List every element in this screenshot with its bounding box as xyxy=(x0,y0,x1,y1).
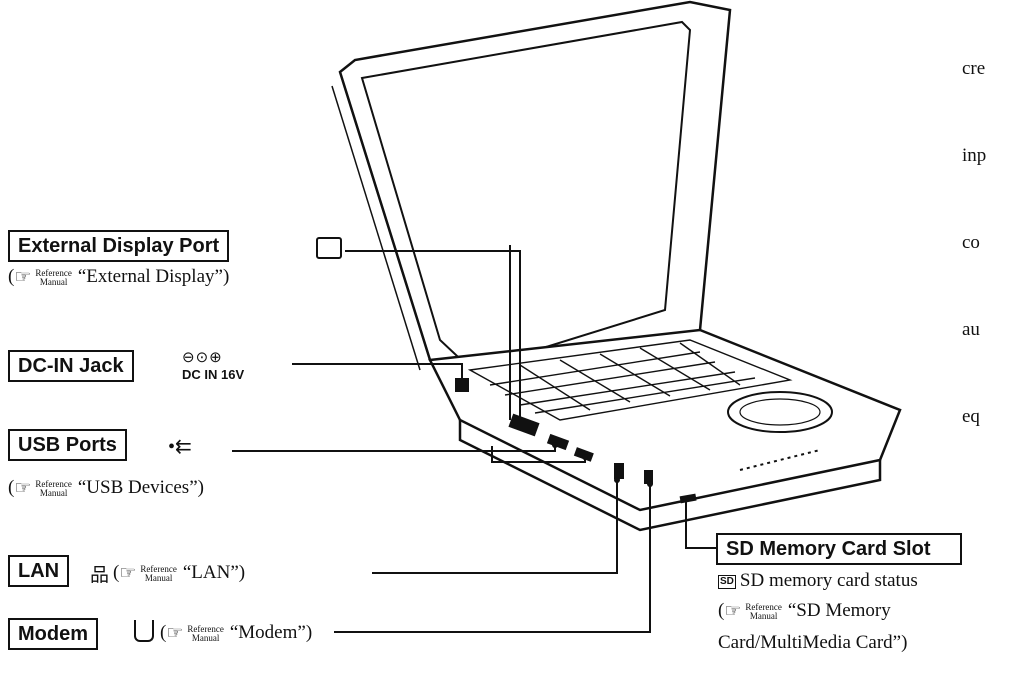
dc-in-rating: DC IN 16V xyxy=(182,367,244,382)
sd-status-icon: SD xyxy=(718,575,736,589)
modem-icon xyxy=(134,620,154,642)
side-line: inp xyxy=(962,141,986,170)
usb-icon: •⇇ xyxy=(168,434,192,459)
pointing-hand-icon: ☞ xyxy=(119,562,136,585)
side-line: au xyxy=(962,315,986,344)
dc-polarity-icon: ⊖⊙⊕ xyxy=(182,348,223,367)
modem-label: Modem xyxy=(8,618,98,650)
cropped-side-text: cre inp co au eq xyxy=(962,0,986,460)
pointing-hand-icon: ☞ xyxy=(14,266,31,289)
external-display-port-label: External Display Port xyxy=(8,230,229,262)
pointing-hand-icon: ☞ xyxy=(724,600,741,623)
sd-card-slot-label: SD Memory Card Slot xyxy=(716,533,962,565)
network-icon: 品 xyxy=(90,560,109,587)
sd-reference-cont: Card/MultiMedia Card”) xyxy=(718,632,907,654)
side-line: cre xyxy=(962,54,986,83)
dc-in-jack-label: DC-IN Jack xyxy=(8,350,134,382)
pointing-hand-icon: ☞ xyxy=(166,622,183,645)
side-line: co xyxy=(962,228,986,257)
side-line: eq xyxy=(962,402,986,431)
usb-ports-label: USB Ports xyxy=(8,429,127,461)
pointing-hand-icon: ☞ xyxy=(14,477,31,500)
lan-label: LAN xyxy=(8,555,69,587)
display-port-icon xyxy=(316,237,342,259)
